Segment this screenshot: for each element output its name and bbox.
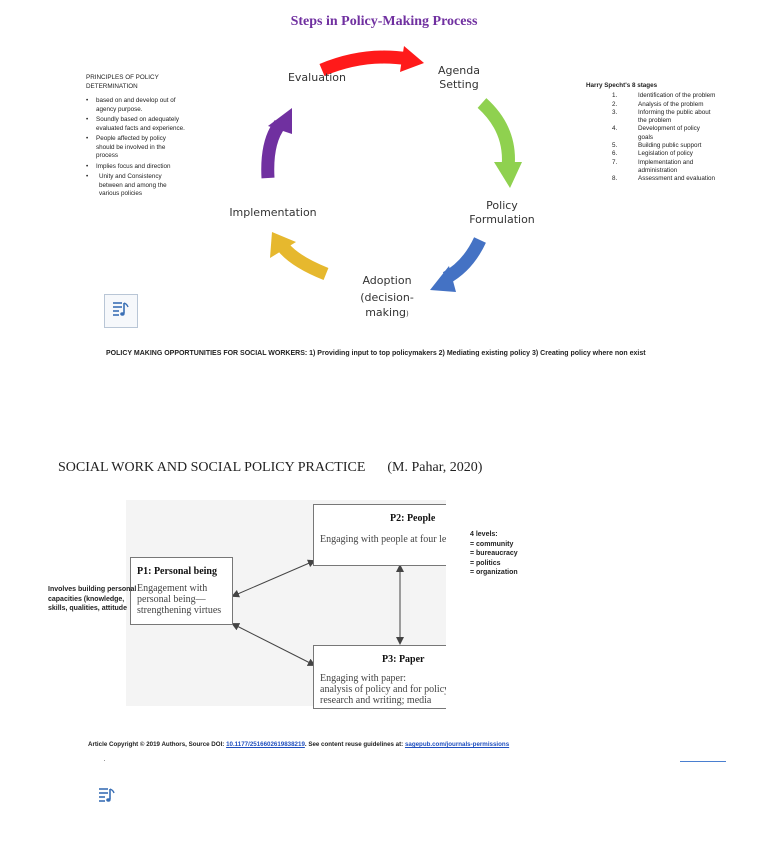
specht-item-text: Assessment and evaluation	[638, 175, 716, 183]
page-title: Steps in Policy-Making Process	[290, 14, 478, 29]
copyright-prefix: Article Copyright © 2019 Authors, Source…	[88, 741, 227, 748]
levels-heading: 4 levels:	[470, 531, 498, 538]
level-item: = politics	[470, 559, 501, 567]
principle-item: based on and develop out of agency purpo…	[86, 97, 186, 114]
principle-item: Unity and Consistency between and among …	[86, 173, 186, 199]
p1-heading: P1: Personal being	[137, 566, 217, 577]
specht-item: 7. Implementation and administration	[586, 159, 716, 176]
copyright-line: Article Copyright © 2019 Authors, Source…	[88, 741, 509, 748]
specht-item-num: 3.	[612, 108, 618, 116]
specht-item-num: 6.	[612, 150, 618, 158]
stage-adoption: Adoption (decision- making)	[352, 273, 422, 322]
level-item: = community	[470, 540, 514, 548]
specht-item: 5. Building public support	[586, 142, 716, 150]
music-list-icon	[97, 785, 117, 810]
specht-heading: Harry Specht's 8 stages	[586, 82, 658, 89]
dot-mark	[104, 760, 105, 761]
arrow-agenda-to-formulation	[477, 98, 522, 188]
p2-people-box: P2: People Engaging with people at four …	[313, 504, 446, 566]
music-list-icon	[111, 299, 131, 324]
p1-line: Engagement with	[137, 583, 208, 594]
divider-line	[680, 761, 726, 762]
principles-heading: PRINCIPLES OF POLICY DETERMINATION	[86, 74, 159, 90]
specht-item-text: Analysis of the problem	[638, 100, 704, 108]
p3-line: analysis of policy and for policy	[320, 684, 446, 695]
specht-item-num: 8.	[612, 175, 618, 183]
specht-item-num: 2.	[612, 100, 618, 108]
four-levels-note: 4 levels: = community = bureaucracy = po…	[470, 530, 518, 578]
stage-formulation-line1: Policy	[486, 199, 518, 212]
specht-item-text: Building public support	[638, 142, 702, 150]
specht-item-text: Identification of the problem	[638, 92, 716, 100]
arrow-implementation-to-evaluation	[261, 108, 292, 179]
p3-line: Engaging with paper:	[320, 673, 407, 684]
permissions-link[interactable]: sagepub.com/journals-permissions	[404, 741, 510, 748]
p3-line: research and writing; media	[320, 695, 432, 706]
arrow-formulation-to-adoption	[430, 237, 486, 292]
stage-agenda-line2: Setting	[439, 78, 479, 91]
stage-adoption-line3-suffix: )	[406, 310, 409, 318]
music-list-button[interactable]	[90, 780, 124, 814]
practice-author: (M. Pahar, 2020)	[387, 460, 483, 475]
principle-item: Implies focus and direction	[86, 163, 186, 172]
p3-paper-box: P3: Paper Engaging with paper: analysis …	[313, 645, 446, 709]
stage-evaluation: Evaluation	[287, 71, 347, 84]
stage-policy-formulation: Policy Formulation	[464, 199, 540, 227]
principle-item: Soundly based on adequately evaluated fa…	[86, 116, 186, 133]
specht-item-num: 4.	[612, 125, 618, 133]
specht-item-text: Development of policy goals	[638, 125, 700, 141]
p2-line: Engaging with people at four leve	[320, 534, 446, 545]
principle-item: People affected by policy should be invo…	[86, 135, 186, 161]
specht-item: 6. Legislation of policy	[586, 150, 716, 158]
specht-item: 3. Informing the public about the problem	[586, 109, 716, 126]
arrow-evaluation-to-agenda	[319, 46, 424, 77]
p1-line: personal being—	[137, 594, 206, 605]
p1-personal-being-box: P1: Personal being Engagement with perso…	[130, 557, 233, 625]
specht-item-num: 1.	[612, 92, 618, 100]
policy-cycle-diagram	[261, 46, 522, 292]
principles-panel: PRINCIPLES OF POLICY DETERMINATION based…	[86, 74, 186, 201]
specht-item: 8. Assessment and evaluation	[586, 175, 716, 183]
specht-item: 2. Analysis of the problem	[586, 101, 716, 109]
specht-item: 1. Identification of the problem	[586, 92, 716, 100]
specht-stages-panel: Harry Specht's 8 stages 1. Identification…	[586, 82, 716, 184]
level-item: = organization	[470, 569, 518, 576]
connector-p1-p3	[231, 623, 316, 666]
p1-line: strengthening virtues	[137, 605, 222, 616]
practice-title-row: SOCIAL WORK AND SOCIAL POLICY PRACTICE (M…	[58, 460, 482, 476]
specht-item-text: Implementation and administration	[638, 158, 694, 174]
stage-adoption-line3-text: making	[365, 306, 407, 319]
specht-item: 4. Development of policy goals	[586, 125, 716, 142]
stage-adoption-line3: making)	[352, 305, 422, 322]
stage-agenda-line1: Agenda	[438, 64, 480, 77]
copyright-middle: . See content reuse guidelines at:	[304, 741, 405, 748]
connector-p1-p2	[231, 559, 316, 598]
specht-item-text: Informing the public about the problem	[638, 108, 711, 125]
stage-agenda-setting: Agenda Setting	[426, 64, 492, 92]
practice-title: SOCIAL WORK AND SOCIAL POLICY PRACTICE	[58, 460, 366, 475]
doi-link[interactable]: 10.1177/2516602619838219	[226, 741, 305, 748]
specht-item-num: 5.	[612, 142, 618, 150]
p2-heading: P2: People	[390, 513, 436, 524]
principles-list: based on and develop out of agency purpo…	[86, 97, 186, 199]
arrow-adoption-to-implementation	[270, 232, 329, 281]
p3-heading: P3: Paper	[382, 654, 425, 665]
stage-adoption-line1: Adoption	[362, 274, 412, 287]
specht-item-num: 7.	[612, 158, 618, 166]
music-list-button[interactable]	[104, 294, 138, 328]
level-item: = bureaucracy	[470, 550, 518, 557]
involves-note: Involves building personal capacities (k…	[48, 586, 137, 612]
stage-adoption-line2: (decision-	[360, 291, 414, 304]
stage-formulation-line2: Formulation	[469, 213, 535, 226]
stage-implementation: Implementation	[229, 206, 317, 219]
specht-item-text: Legislation of policy	[638, 150, 693, 158]
opportunities-text: POLICY MAKING OPPORTUNITIES FOR SOCIAL W…	[106, 350, 646, 357]
